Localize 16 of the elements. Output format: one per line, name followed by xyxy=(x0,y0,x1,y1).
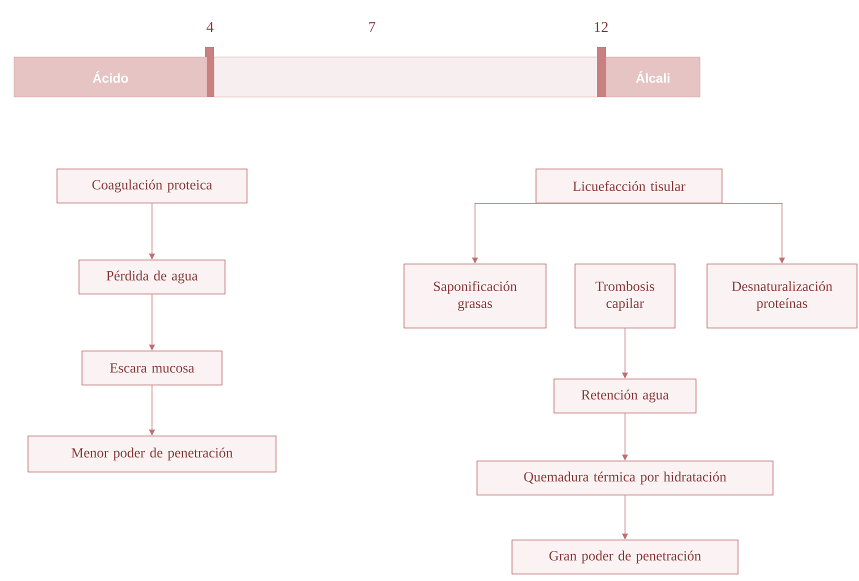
scale-value: 12 xyxy=(594,22,608,32)
scale-segment: Álcali xyxy=(606,56,700,98)
process-box: Coagulación proteica xyxy=(56,168,248,204)
process-box: Pérdida de agua xyxy=(78,260,226,294)
process-box: Escara mucosa xyxy=(82,350,222,386)
scale-segment: Ácido xyxy=(14,56,208,98)
process-box: Gran poder de penetración xyxy=(512,540,738,574)
process-box: Licuefacción tisular xyxy=(536,168,722,204)
process-box: Menor poder de penetración xyxy=(28,436,276,472)
process-box: Saponificación grasas xyxy=(404,264,546,328)
process-box: Desnaturalización proteínas xyxy=(706,264,858,328)
process-box: Quemadura térmica por hidratación xyxy=(476,460,774,496)
process-box: Trombosis capilar xyxy=(574,264,676,328)
process-box: Retención agua xyxy=(554,378,696,414)
scale-value: 7 xyxy=(369,22,376,32)
scale-value: 4 xyxy=(206,22,214,32)
